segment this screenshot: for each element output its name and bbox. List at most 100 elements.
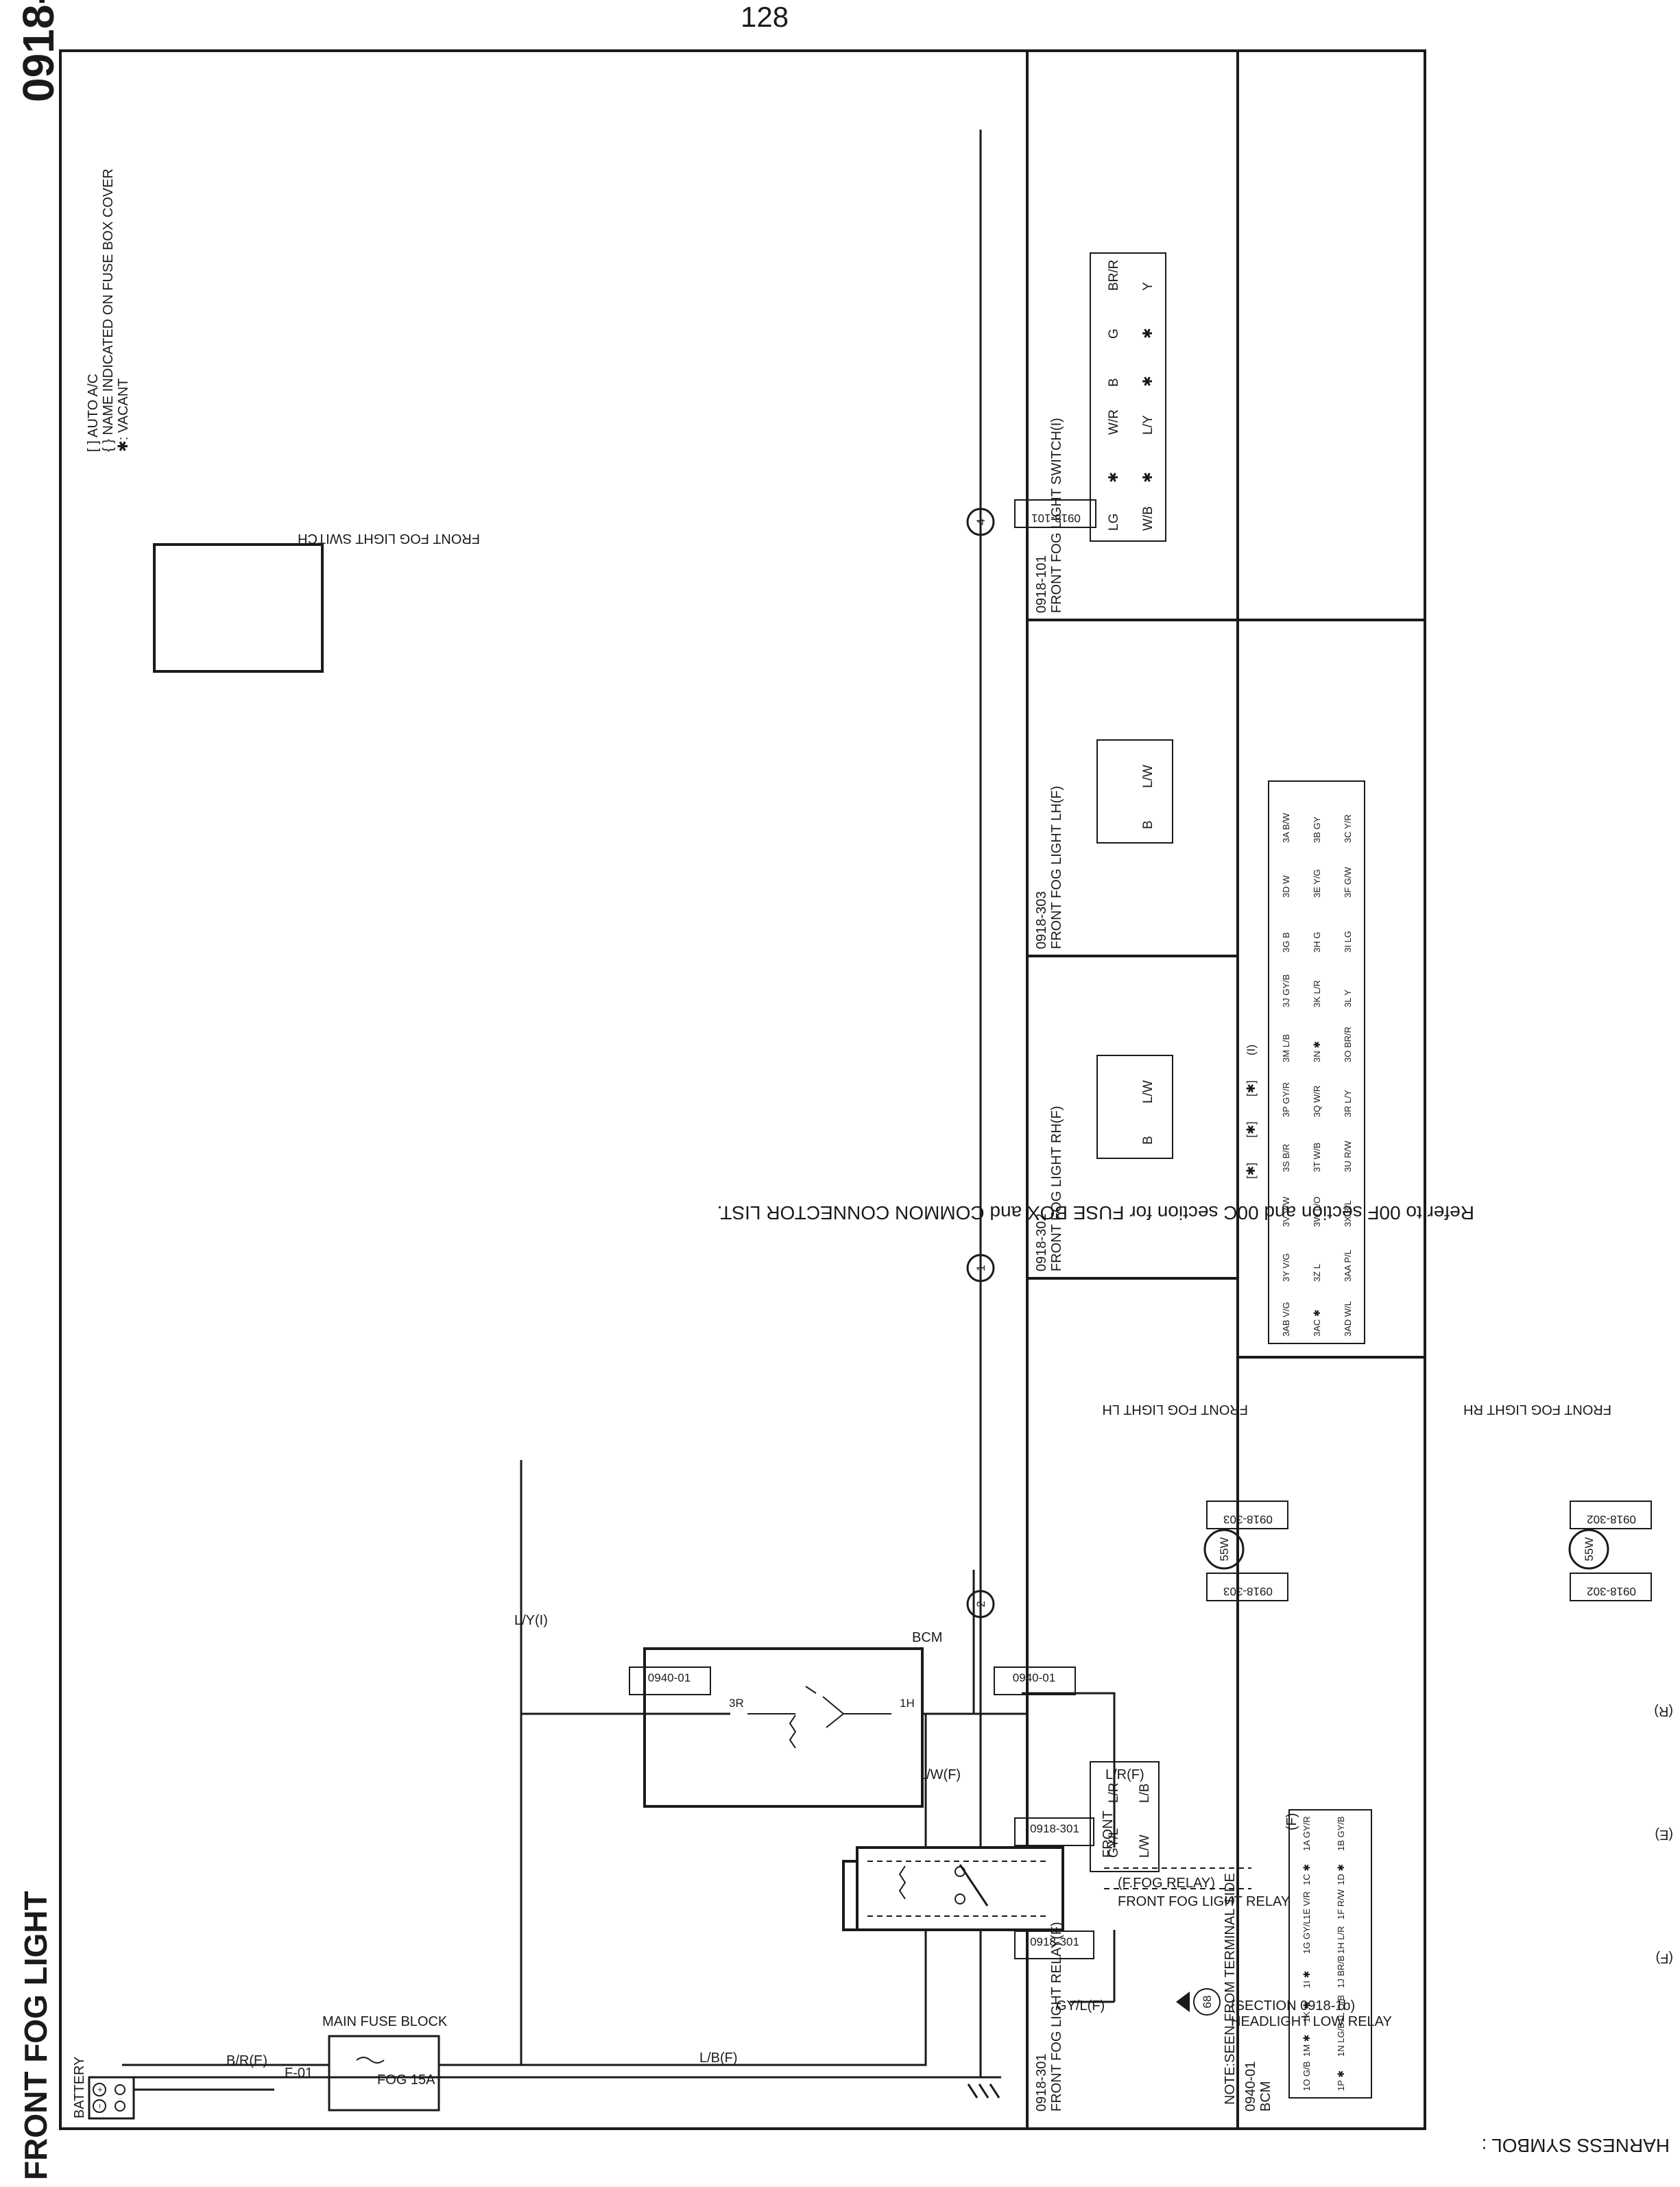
legend-line: ✱: VACANT bbox=[116, 378, 131, 452]
svg-text:B: B bbox=[1141, 820, 1155, 829]
svg-text:3G B: 3G B bbox=[1281, 932, 1291, 953]
panel-name: FRONT FOG LIGHT RELAY(F) bbox=[1049, 1922, 1064, 2112]
bcm-pin-3r: 3R bbox=[729, 1697, 744, 1710]
svg-text:1A GY/R: 1A GY/R bbox=[1301, 1816, 1312, 1851]
svg-text:3AD W/L: 3AD W/L bbox=[1343, 1301, 1353, 1337]
svg-text:G: G bbox=[1107, 328, 1121, 339]
ground-point-2: 2 bbox=[966, 1590, 995, 1618]
svg-text:3Q W/R: 3Q W/R bbox=[1312, 1086, 1322, 1117]
fog-rh-connector: 0918-302 bbox=[1587, 1513, 1636, 1526]
svg-text:✱: ✱ bbox=[1141, 472, 1155, 483]
svg-text:2: 2 bbox=[974, 1601, 987, 1607]
headlight-relay-label: HEADLIGHT LOW RELAY bbox=[1231, 2014, 1392, 2029]
fuse-label: FOG 15A bbox=[377, 2072, 435, 2088]
svg-text:B: B bbox=[1107, 378, 1121, 387]
connector-panel-bcm: 0940-01 BCM (F) 1O G/B 1M ✱ 1K ✱ 1I ✱ 1G… bbox=[1243, 780, 1372, 2112]
svg-text:[✱]: [✱] bbox=[1245, 1080, 1258, 1097]
relay-pin: L/R bbox=[1107, 1782, 1121, 1803]
panel-code: 0940-01 bbox=[1243, 2061, 1258, 2112]
front-fog-light-switch: FRONT FOG LIGHT SWITCH 0918-101 bbox=[153, 499, 1096, 673]
svg-text:1I ✱: 1I ✱ bbox=[1301, 1971, 1312, 1988]
wire-label-lw-f: L/W(F) bbox=[919, 1767, 961, 1782]
main-fuse-block: FOG 15A MAIN FUSE BLOCK F-01 bbox=[285, 2014, 448, 2112]
svg-text:1J BR/B: 1J BR/B bbox=[1336, 1955, 1346, 1988]
svg-text:3S B/R: 3S B/R bbox=[1281, 1144, 1291, 1172]
svg-text:1M ✱: 1M ✱ bbox=[1301, 2034, 1312, 2057]
svg-text:3T W/B: 3T W/B bbox=[1312, 1143, 1322, 1172]
svg-text:1F R/W: 1F R/W bbox=[1336, 1889, 1346, 1920]
svg-text:L/Y: L/Y bbox=[1141, 415, 1155, 435]
svg-text:3D W: 3D W bbox=[1281, 875, 1291, 898]
svg-text:Y: Y bbox=[1141, 282, 1155, 291]
svg-text:1H L/R: 1H L/R bbox=[1336, 1926, 1346, 1954]
svg-text:✱: ✱ bbox=[1107, 472, 1121, 483]
svg-text:3A B/W: 3A B/W bbox=[1281, 813, 1291, 843]
harness-symbol-legend: HARNESS SYMBOL : (F) (E) (R) bbox=[1482, 1704, 1673, 2156]
svg-text:3W L/O: 3W L/O bbox=[1312, 1197, 1322, 1227]
svg-text:BR/R: BR/R bbox=[1107, 260, 1121, 291]
fog-rh-connector: 0918-302 bbox=[1587, 1585, 1636, 1598]
front-fog-light-relay: FRONT FOG LIGHT RELAY (F.FOG RELAY) 0918… bbox=[842, 1817, 1290, 1959]
svg-text:3AB V/G: 3AB V/G bbox=[1281, 1302, 1291, 1337]
svg-text:3V V/W: 3V V/W bbox=[1281, 1196, 1291, 1227]
fog-lh-connector: 0918-303 bbox=[1223, 1585, 1273, 1598]
wire-lb-f bbox=[439, 1460, 523, 2066]
svg-text:3B GY: 3B GY bbox=[1312, 816, 1322, 843]
svg-text:3I LG: 3I LG bbox=[1343, 931, 1353, 953]
svg-text:1N LG/B: 1N LG/B bbox=[1336, 2022, 1346, 2057]
svg-text:3L Y: 3L Y bbox=[1343, 990, 1353, 1007]
refer-note: Refer to 00F section and 00C section for… bbox=[717, 1202, 1474, 1223]
svg-text:55W: 55W bbox=[1583, 1538, 1596, 1562]
svg-text:3X B/L: 3X B/L bbox=[1343, 1200, 1353, 1227]
svg-text:3M L/B: 3M L/B bbox=[1281, 1034, 1291, 1062]
panel-note: NOTE:SEEN FROM TERMINAL SIDE bbox=[1223, 1873, 1238, 2105]
panel-code: 0918-101 bbox=[1034, 555, 1049, 613]
relay-connector: 0918-301 bbox=[1030, 1935, 1079, 1948]
svg-text:[✱]: [✱] bbox=[1245, 1162, 1258, 1179]
diagram-frame bbox=[59, 49, 1426, 2130]
svg-text:✱: ✱ bbox=[1141, 376, 1155, 387]
fog-lh-label: FRONT FOG LIGHT LH bbox=[1102, 1402, 1248, 1417]
svg-text:3Z L: 3Z L bbox=[1312, 1264, 1322, 1282]
svg-text:1D ✱: 1D ✱ bbox=[1336, 1864, 1346, 1885]
fuse-connector: F-01 bbox=[285, 2066, 313, 2081]
svg-text:✱: ✱ bbox=[1141, 328, 1155, 339]
legend-line: [ ] AUTO A/C bbox=[86, 374, 101, 452]
svg-text:55W: 55W bbox=[1218, 1538, 1231, 1562]
svg-text:3N ✱: 3N ✱ bbox=[1312, 1041, 1322, 1062]
svg-text:4: 4 bbox=[974, 518, 987, 525]
harness-symbol-item: (F) bbox=[1655, 1950, 1673, 1965]
front-fog-light-lh: 55W FRONT FOG LIGHT LH 0918-303 0918-303 bbox=[1102, 1402, 1288, 1601]
legend-line: { } NAME INDICATED ON FUSE BOX COVER bbox=[101, 169, 116, 452]
svg-text:1: 1 bbox=[974, 1265, 987, 1271]
page-title: FRONT FOG LIGHT bbox=[18, 1891, 53, 2180]
bcm-connector: 0940-01 bbox=[1013, 1671, 1055, 1684]
wire-lr-f bbox=[1022, 1692, 1116, 1848]
svg-text:3R L/Y: 3R L/Y bbox=[1343, 1090, 1353, 1117]
relay-alias: (F.FOG RELAY) bbox=[1118, 1876, 1215, 1891]
relay-connector: 0918-301 bbox=[1030, 1822, 1079, 1835]
svg-text:1O G/B: 1O G/B bbox=[1301, 2061, 1312, 2091]
svg-text:[✱]: [✱] bbox=[1245, 1121, 1258, 1138]
svg-text:1P ✱: 1P ✱ bbox=[1336, 2070, 1346, 2091]
svg-text:3J GY/B: 3J GY/B bbox=[1281, 975, 1291, 1007]
bcm-label: BCM bbox=[912, 1630, 942, 1645]
connector-panel-fog-rh: 0918-302 FRONT FOG LIGHT RH(F) B L/W bbox=[1034, 1055, 1173, 1271]
relay-pin: L/W bbox=[1138, 1835, 1152, 1858]
switch-connector: 0918-101 bbox=[1031, 512, 1081, 525]
svg-text:3AC ✱: 3AC ✱ bbox=[1312, 1309, 1322, 1337]
legend: [ ] AUTO A/C { } NAME INDICATED ON FUSE … bbox=[86, 169, 131, 452]
svg-text:1E V/R: 1E V/R bbox=[1301, 1891, 1312, 1920]
headlight-relay-section: (SECTION 0918-1b) bbox=[1231, 1998, 1355, 2013]
svg-text:(I): (I) bbox=[1245, 1044, 1258, 1055]
svg-text:B: B bbox=[1141, 1136, 1155, 1145]
wire-label-gyl-f: GY/L(F) bbox=[1056, 1998, 1105, 2013]
svg-text:L/W: L/W bbox=[1141, 765, 1155, 788]
svg-text:3F G/W: 3F G/W bbox=[1343, 866, 1353, 898]
wire-label-br-e: B/R(E) bbox=[226, 2053, 267, 2068]
panel-name: FRONT FOG LIGHT SWITCH(I) bbox=[1049, 418, 1064, 613]
headlight-relay-arrow bbox=[1176, 1992, 1190, 2012]
svg-text:−: − bbox=[95, 2103, 105, 2109]
